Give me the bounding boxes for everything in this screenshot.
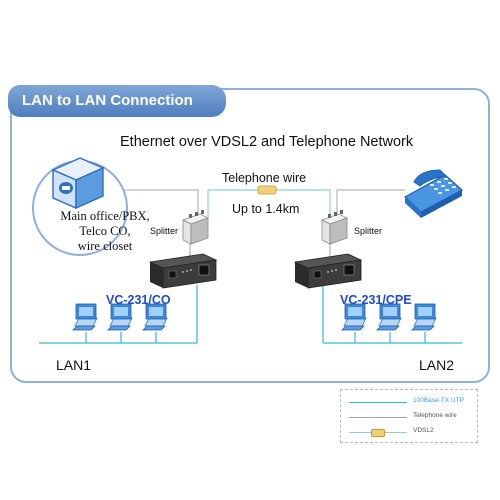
computer-icon <box>142 303 168 331</box>
distance-label: Up to 1.4km <box>232 202 300 216</box>
model-label-cpe: VC-231/CPE <box>340 293 412 307</box>
legend-label: 100Base-TX UTP <box>413 397 464 404</box>
ethernet-cables <box>39 285 462 344</box>
office-to-splitter <box>112 189 199 218</box>
legend-label: Telephone wire <box>413 412 457 419</box>
splitter-to-phone <box>336 189 405 218</box>
vdsl-line <box>207 185 331 218</box>
splitter-label-left: Splitter <box>150 226 179 236</box>
model-label-co: VC-231/CO <box>106 293 171 307</box>
converter-icon <box>293 253 363 289</box>
legend-swatch <box>349 417 407 418</box>
lan1-label: LAN1 <box>56 357 92 373</box>
telephone-icon <box>403 169 464 218</box>
office-label-line: Telco CO, <box>79 224 131 238</box>
lan2-label: LAN2 <box>419 357 455 373</box>
computer-icon <box>376 303 402 331</box>
legend-item-vdsl2: VDSL2 <box>349 426 475 438</box>
office-label-line: wire closet <box>77 239 133 253</box>
computer-icon <box>72 303 98 331</box>
diagram-headline: Ethernet over VDSL2 and Telephone Networ… <box>120 134 414 150</box>
legend-item-telephone: Telephone wire <box>349 411 475 423</box>
computer-icon <box>107 303 133 331</box>
building-icon <box>32 157 128 256</box>
legend: 100Base-TX UTP Telephone wire VDSL2 <box>340 389 478 443</box>
diagram-title: LAN to LAN Connection <box>8 85 226 117</box>
legend-swatch <box>349 402 407 403</box>
office-label: Main office/PBX, Telco CO, wire closet <box>55 209 155 254</box>
vdsl-connector-icon <box>257 185 277 195</box>
telephone-wire-label: Telephone wire <box>222 171 307 185</box>
computer-icon <box>341 303 367 331</box>
vdsl-connector-icon <box>371 429 385 437</box>
splitter-icon <box>320 210 349 245</box>
legend-label: VDSL2 <box>413 427 434 434</box>
splitter-label-right: Splitter <box>354 226 383 236</box>
legend-item-utp: 100Base-TX UTP <box>349 396 475 408</box>
splitter-icon <box>181 210 210 245</box>
converter-icon <box>148 253 218 289</box>
office-label-line: Main office/PBX, <box>60 209 150 223</box>
computer-icon <box>411 303 437 331</box>
